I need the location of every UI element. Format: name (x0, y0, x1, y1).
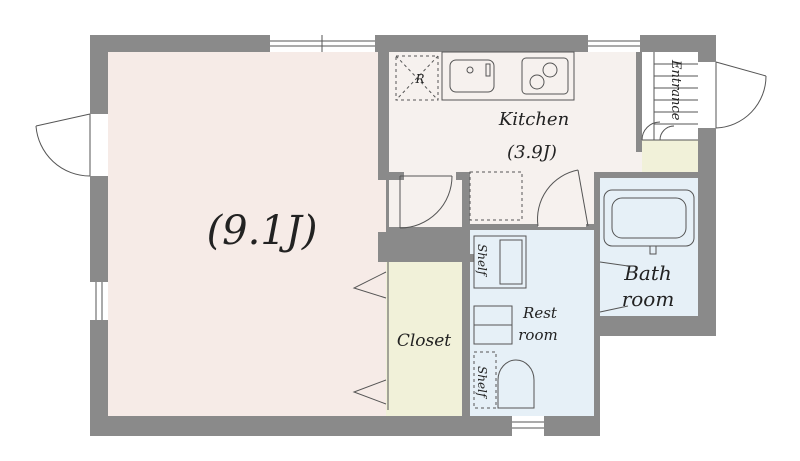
wall-bath-top (594, 172, 698, 178)
bathtub (603, 189, 695, 255)
fridge (395, 55, 439, 101)
wall-bath-bottom (594, 316, 716, 336)
shelf-upper (473, 235, 527, 289)
kitchen-sink (449, 59, 495, 93)
wall-kitchen-bottom-mid (456, 172, 470, 180)
window-left (90, 282, 108, 320)
wall-rest-top-right (586, 224, 596, 230)
kitchen-lower-floor (389, 172, 595, 227)
bathroom-label-line1: Bath (623, 261, 672, 285)
wall-closet-top (378, 254, 474, 262)
fridge-mark: R (414, 72, 424, 86)
closet-door-marks (352, 262, 389, 410)
washer-space (469, 171, 523, 221)
door-entrance (698, 61, 767, 129)
door-bathroom (599, 261, 629, 313)
window-bottom (512, 416, 544, 436)
wall-entrance-left (636, 52, 642, 152)
shelf-upper-label: Shelf (475, 244, 489, 278)
entrance-label: Entrance (668, 59, 683, 121)
bathroom-label-line2: room (622, 287, 675, 311)
restroom-floor (470, 230, 594, 416)
shelf-lower (473, 351, 497, 409)
wall-kitchen-bottom (378, 172, 404, 180)
wall-bath-left (594, 172, 600, 336)
main-room-size: (9.1J) (207, 208, 318, 254)
closet-label: Closet (397, 331, 451, 351)
wash-basin (473, 305, 513, 345)
door-left-balcony (35, 113, 108, 177)
wall-closet-right (462, 172, 470, 416)
wall-kitchen-main (378, 52, 388, 180)
entrance-step (642, 140, 698, 174)
kitchen-counter (441, 51, 575, 101)
door-main-kitchen (399, 175, 453, 229)
kitchen-label: Kitchen (498, 109, 569, 130)
door-restroom (537, 169, 589, 227)
stove (521, 57, 569, 95)
toilet (497, 359, 535, 409)
window-top-left (270, 35, 375, 52)
main-room-floor (108, 52, 386, 416)
window-top-right (588, 35, 640, 52)
restroom-label-line2: room (518, 326, 557, 344)
wall-rest-top (470, 224, 538, 230)
restroom-label-line1: Rest (522, 304, 558, 322)
entrance-floor-lines (641, 52, 698, 141)
kitchen-floor (389, 52, 642, 172)
shelf-lower-label: Shelf (475, 366, 489, 400)
closet-floor (386, 262, 468, 416)
kitchen-size: (3.9J) (507, 142, 557, 163)
wall-main-lower (378, 232, 388, 260)
